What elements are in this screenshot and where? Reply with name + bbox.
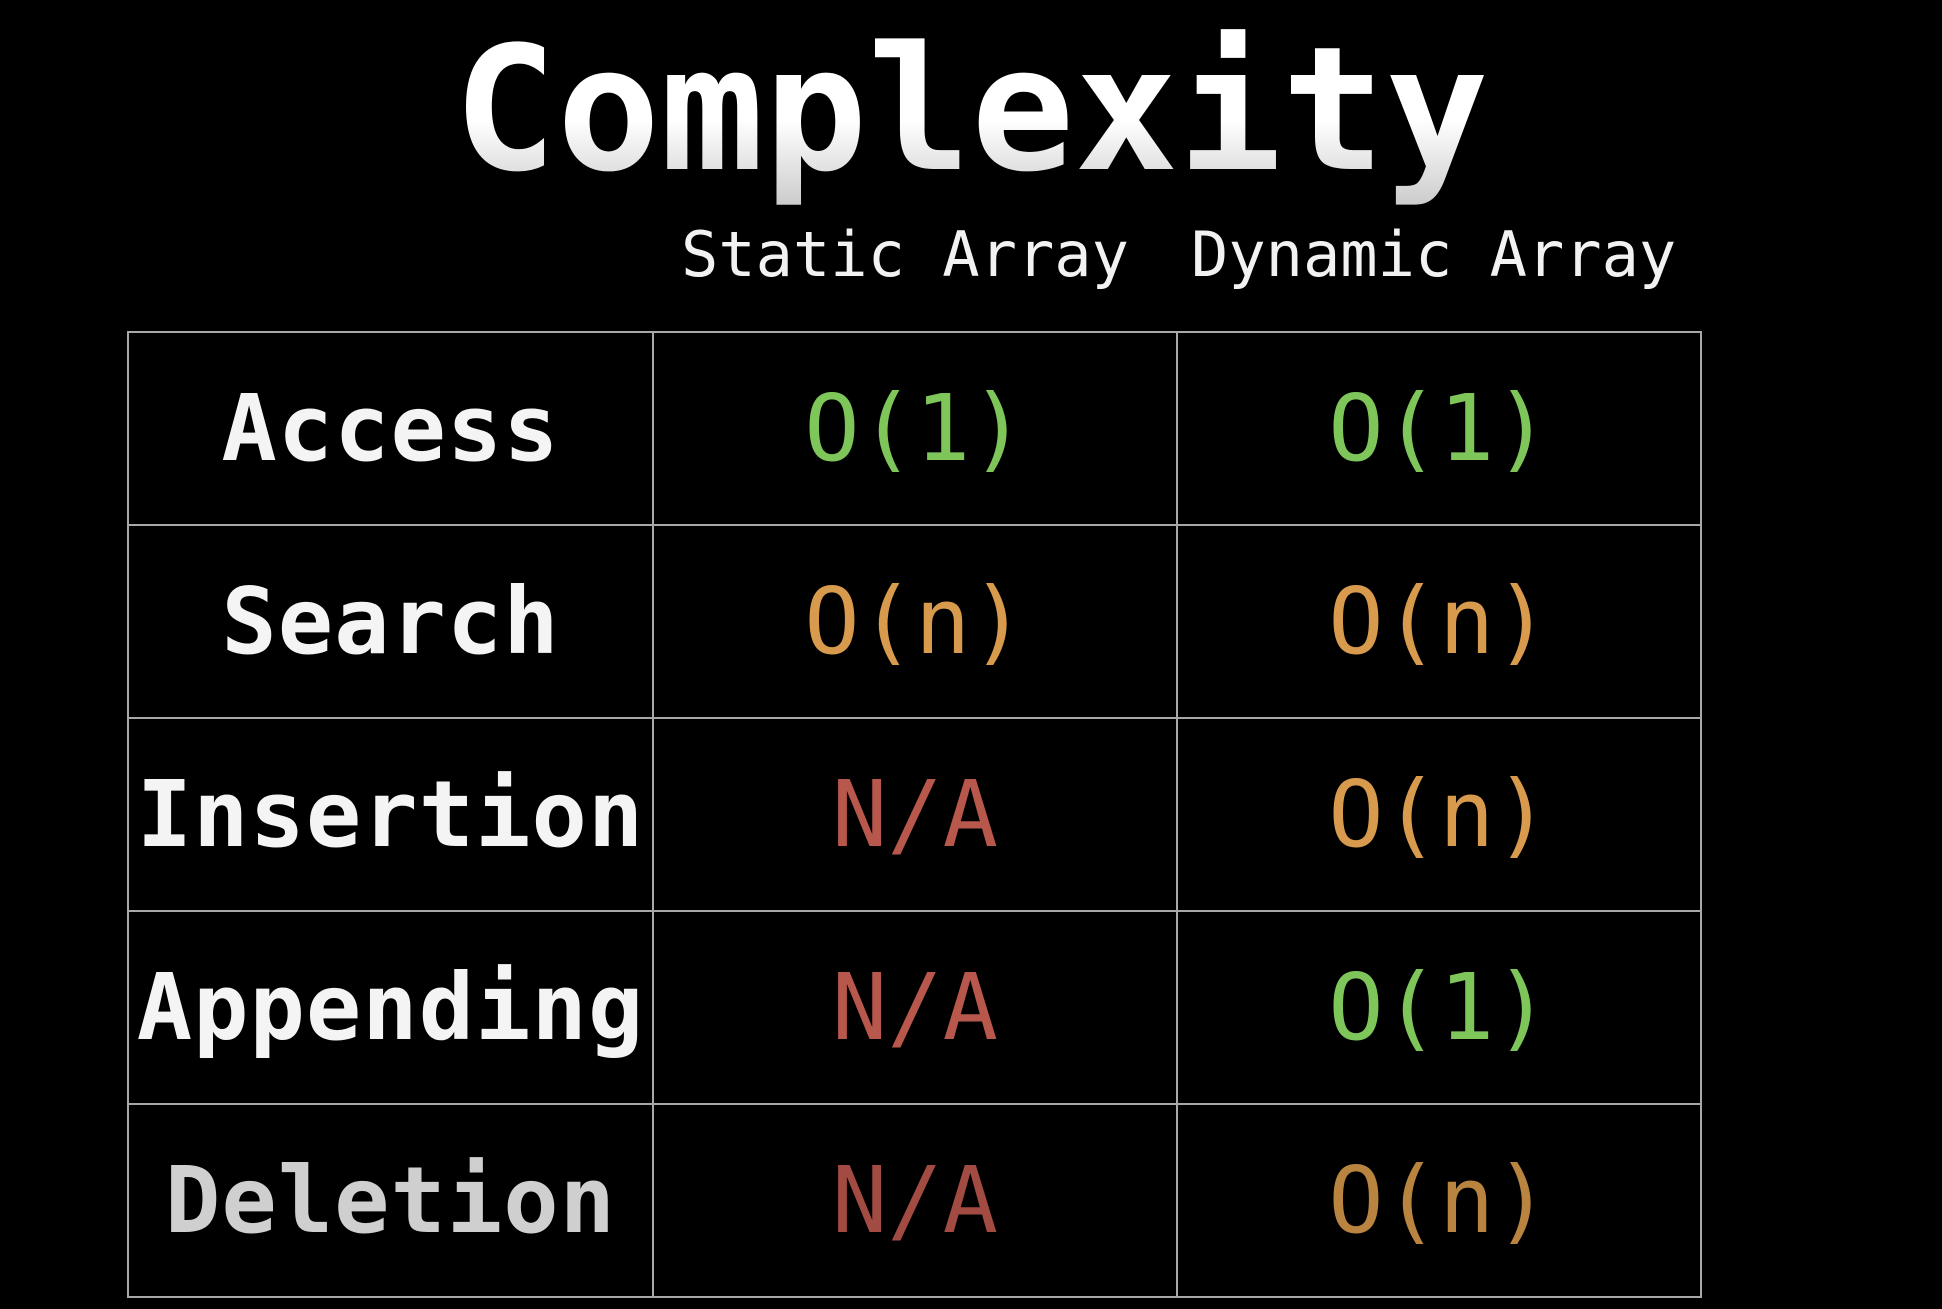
cell-access-dynamic: O(1) [1176,331,1702,526]
page-title: Complexity [0,10,1942,210]
table-row-search: Search O(n) O(n) [127,524,1702,719]
table-row-deletion: Deletion N/A O(n) [127,1103,1702,1298]
table-row-access: Access O(1) O(1) [127,331,1702,526]
column-header-dynamic-array: Dynamic Array [1191,218,1677,291]
cell-insertion-static: N/A [652,717,1178,912]
row-label-access: Access [127,331,654,526]
cell-search-dynamic: O(n) [1176,524,1702,719]
row-label-search: Search [127,524,654,719]
complexity-table: Access O(1) O(1) Search O(n) O(n) Insert… [127,331,1702,1298]
row-label-appending: Appending [127,910,654,1105]
cell-appending-dynamic: O(1) [1176,910,1702,1105]
cell-insertion-dynamic: O(n) [1176,717,1702,912]
cell-appending-static: N/A [652,910,1178,1105]
row-label-deletion: Deletion [127,1103,654,1298]
column-header-static-array: Static Array [681,218,1129,291]
cell-deletion-static: N/A [652,1103,1178,1298]
table-row-insertion: Insertion N/A O(n) [127,717,1702,912]
cell-access-static: O(1) [652,331,1178,526]
table-row-appending: Appending N/A O(1) [127,910,1702,1105]
cell-search-static: O(n) [652,524,1178,719]
cell-deletion-dynamic: O(n) [1176,1103,1702,1298]
row-label-insertion: Insertion [127,717,654,912]
